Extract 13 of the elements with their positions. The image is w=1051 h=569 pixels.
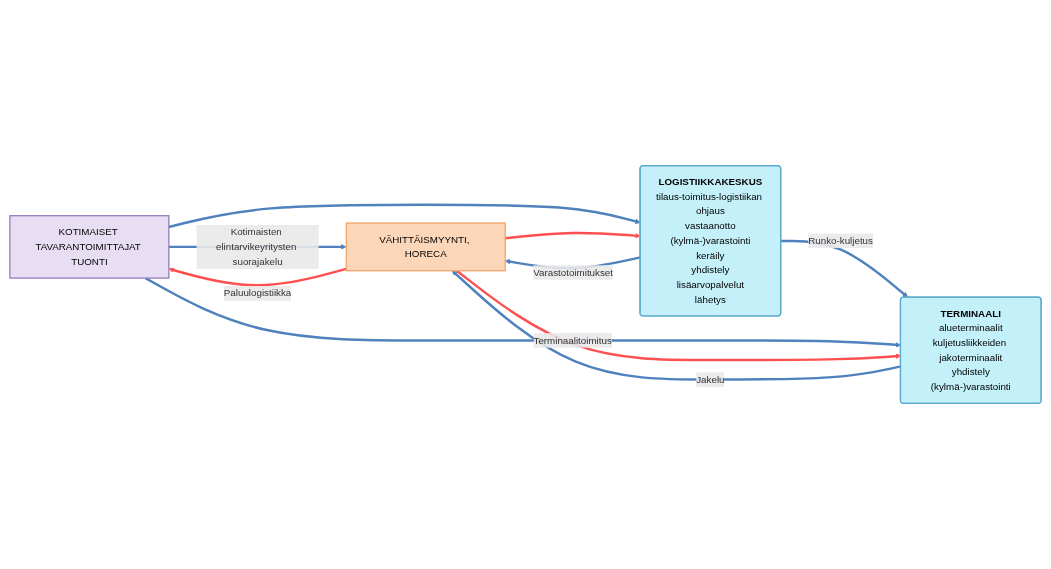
edge-label: Kotimaisten elintarvikeyritysten suorajakelu: [215, 226, 297, 267]
node-box: KOTIMAISET TAVARANTOIMITTAJAT TUONTI: [9, 215, 170, 279]
edge-label: Paluulogistiikka: [223, 287, 292, 299]
arrow: [168, 267, 347, 287]
edge-label: Runko-kuljetus: [808, 235, 873, 246]
arrow: [144, 277, 901, 348]
node-box: VÄHITTÄISMYYNTI, HORECA: [345, 222, 506, 272]
arrow: [455, 269, 901, 362]
edge-label: Varastotoimitukset: [533, 266, 613, 278]
edge-label: Terminaalitoimitus: [533, 334, 612, 346]
arrow: [505, 231, 641, 240]
arrow: [168, 203, 641, 229]
edge-label: Jakelu: [696, 374, 725, 385]
